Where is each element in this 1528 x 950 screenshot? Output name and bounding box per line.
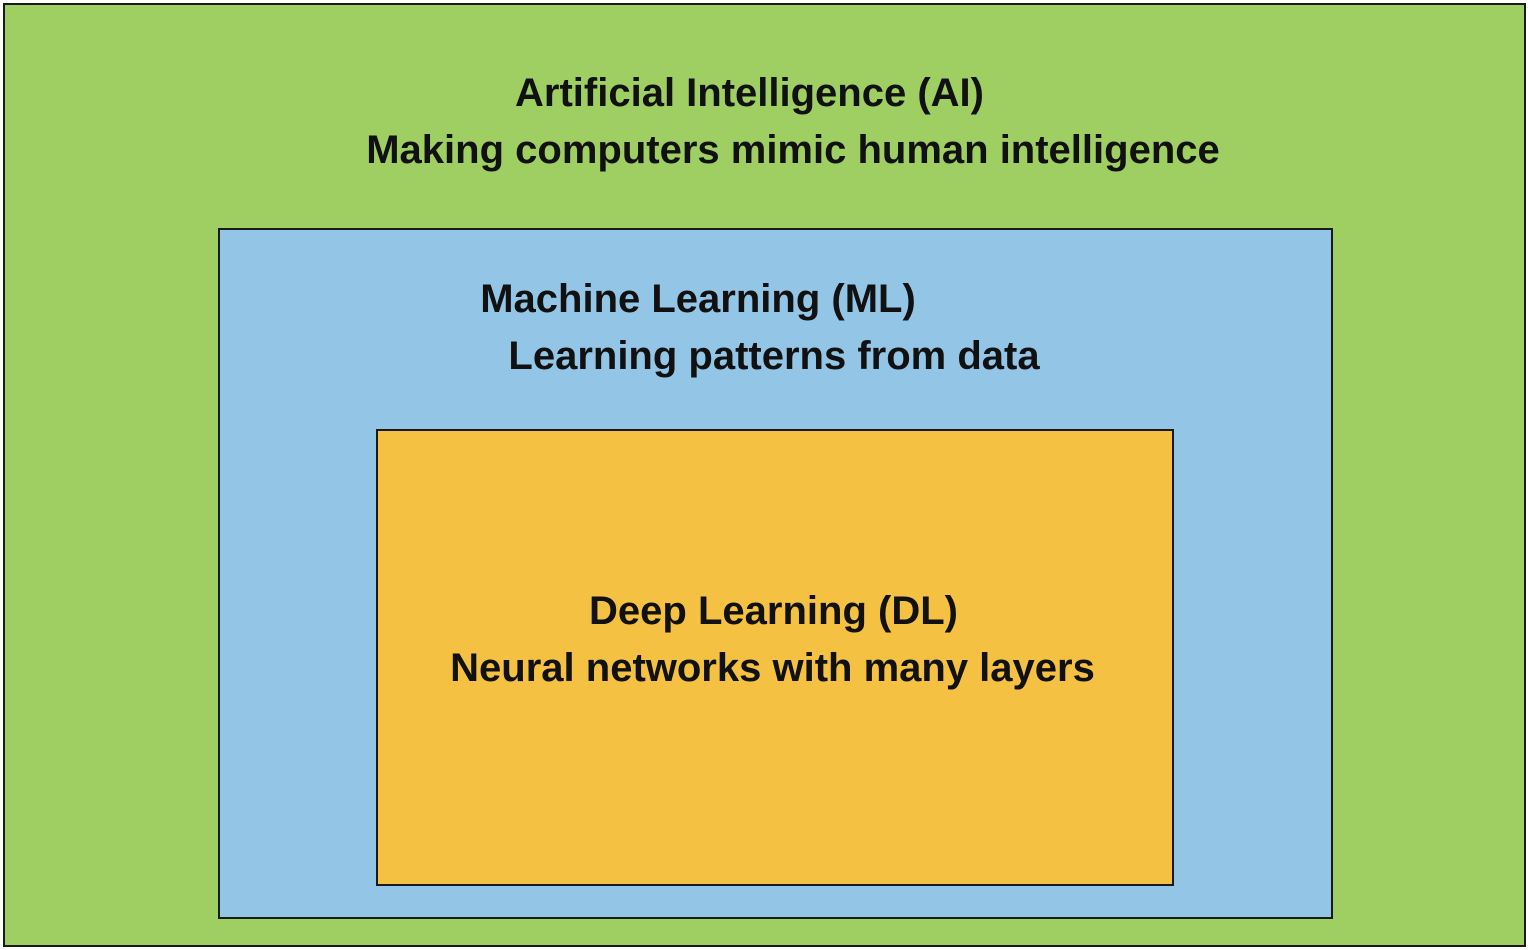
ai-title: Artificial Intelligence (AI) [515,71,984,115]
dl-description: Neural networks with many layers [450,646,1095,690]
ml-description: Learning patterns from data [508,334,1040,378]
ml-title: Machine Learning (ML) [480,277,916,321]
ai-description: Making computers mimic human intelligenc… [366,128,1220,172]
dl-title: Deep Learning (DL) [589,589,958,633]
dl-region: Deep Learning (DL) Neural networks with … [376,429,1174,886]
